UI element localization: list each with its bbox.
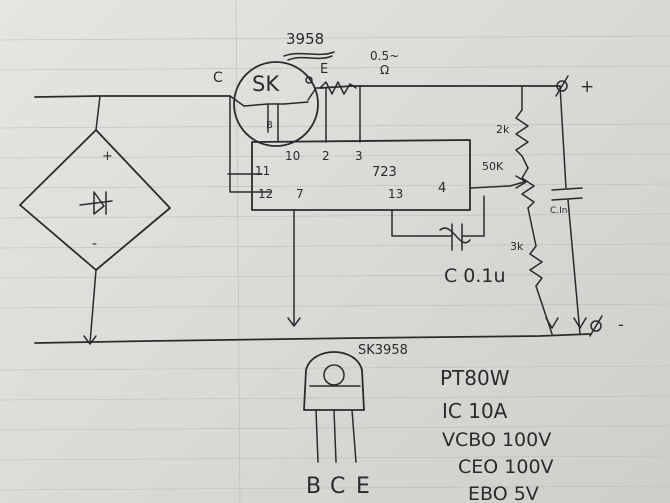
bridge-rectifier: + -	[19, 95, 171, 344]
pin-12: 12	[258, 187, 273, 201]
comp-capacitor: C 0.1u	[391, 195, 506, 287]
top-rail	[34, 95, 231, 98]
output-terminals: + -	[555, 75, 624, 337]
pin-label-c: C	[330, 474, 345, 499]
label-cap-c: C 0.1u	[444, 265, 506, 287]
transistor-pinout: SK3958 B C E	[303, 343, 408, 499]
pin-7: 7	[296, 187, 304, 201]
label-res-unit: Ω	[380, 63, 389, 77]
terminal-plus: +	[580, 77, 594, 97]
spec-list: PT80W IC 10A VCBO 100V CEO 100V EBO 5V	[440, 366, 554, 503]
pin4-to-pot	[469, 181, 525, 189]
output-capacitor: C.In	[550, 85, 587, 335]
ic-723: 11 10 2 3 12 7 13 4 723	[251, 139, 471, 211]
scribble	[283, 51, 335, 61]
label-2k: 2k	[496, 123, 510, 136]
spec-ic: IC 10A	[442, 399, 508, 423]
divider-network: 2k 3k	[496, 85, 559, 335]
bridge-plus: +	[102, 149, 113, 164]
pin-11: 11	[255, 164, 270, 178]
label-50k: 50K	[482, 160, 504, 173]
pot-wiper-arrow	[515, 175, 527, 189]
terminal-minus: -	[618, 315, 624, 334]
pin-3: 3	[355, 149, 363, 163]
emitter-resistor: 0.5~ Ω	[319, 49, 399, 143]
bridge-minus: -	[92, 236, 97, 252]
spec-ebo: EBO 5V	[468, 483, 539, 503]
transistor-sk3958: SK 3958 C E B	[213, 30, 335, 147]
pinout-title: SK3958	[358, 343, 408, 358]
pin-10: 10	[285, 149, 300, 163]
pin-4: 4	[438, 181, 446, 196]
pin-label-e: E	[356, 474, 370, 499]
label-b: B	[266, 120, 273, 131]
label-c: C	[213, 70, 223, 86]
spec-vcbo: VCBO 100V	[442, 429, 551, 451]
label-3k: 3k	[510, 240, 524, 253]
spec-pt: PT80W	[440, 366, 510, 390]
ground-arrow-7	[287, 317, 301, 327]
label-sk: SK	[252, 72, 280, 96]
ground-arrow-div	[545, 317, 559, 329]
spec-ceo: CEO 100V	[458, 456, 554, 478]
collector-lead	[229, 95, 271, 193]
ic-723-label: 723	[372, 165, 397, 180]
label-cap-in: C.In	[550, 206, 568, 216]
pin-2: 2	[322, 149, 330, 163]
pin-label-b: B	[306, 474, 321, 499]
label-3958: 3958	[286, 30, 324, 48]
pin-13: 13	[388, 187, 403, 201]
ground-arrow-left	[83, 335, 97, 345]
label-e: E	[320, 62, 328, 77]
ground-arrow-cap	[573, 317, 587, 329]
bottom-rail	[34, 333, 591, 344]
label-res-top: 0.5~	[370, 49, 399, 63]
